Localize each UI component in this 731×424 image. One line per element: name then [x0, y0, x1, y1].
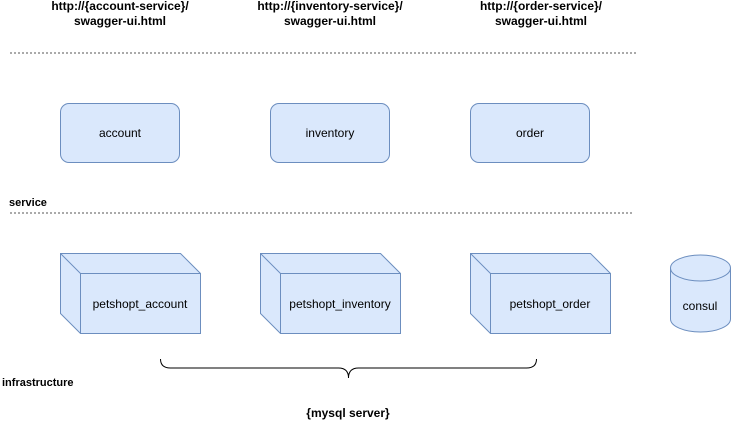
order-url-label: http://{order-service}/ swagger-ui.html [441, 0, 641, 29]
consul-label: consul [683, 299, 718, 313]
order-url-line1: http://{order-service}/ [479, 0, 603, 13]
petshopt-order-node: petshopt_order [470, 253, 611, 334]
petshopt-order-label: petshopt_order [510, 297, 591, 311]
infrastructure-section-label: infrastructure [2, 377, 74, 389]
inventory-url-line2: swagger-ui.html [283, 14, 376, 28]
account-service-label: account [98, 126, 142, 140]
petshopt-account-label: petshopt_account [93, 297, 188, 311]
inventory-service-label: inventory [305, 126, 355, 140]
account-url-line2: swagger-ui.html [73, 14, 166, 28]
account-url-label: http://{account-service}/ swagger-ui.htm… [20, 0, 220, 29]
petshopt-inventory-label: petshopt_inventory [289, 297, 390, 311]
petshopt-inventory-node: petshopt_inventory [260, 253, 401, 334]
mysql-server-label: {mysql server} [306, 406, 390, 420]
petshopt-account-node: petshopt_account [60, 253, 201, 334]
inventory-url-line1: http://{inventory-service}/ [257, 0, 403, 13]
inventory-url-label: http://{inventory-service}/ swagger-ui.h… [230, 0, 430, 29]
mysql-brace [160, 358, 537, 379]
service-section-label: service [9, 197, 47, 209]
order-url-line2: swagger-ui.html [494, 14, 587, 28]
order-service-box: order [470, 103, 590, 163]
account-service-box: account [60, 103, 180, 163]
order-service-label: order [515, 126, 544, 140]
inventory-service-box: inventory [270, 103, 390, 163]
account-url-line1: http://{account-service}/ [51, 0, 189, 13]
consul-node: consul [670, 254, 731, 333]
